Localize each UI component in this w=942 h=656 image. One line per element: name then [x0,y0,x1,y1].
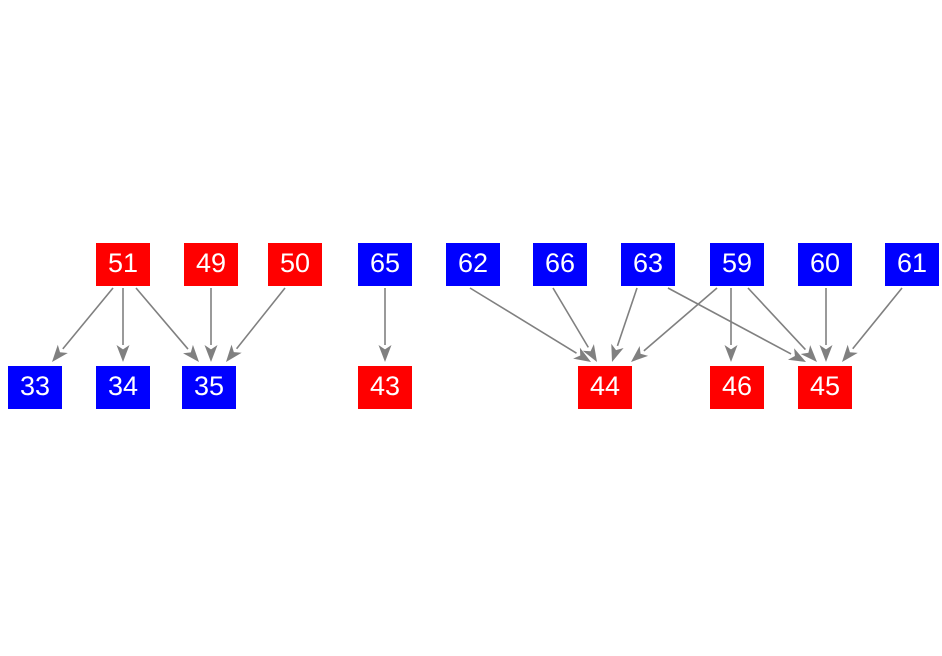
graph-node-label: 62 [457,248,489,278]
graph-node-35[interactable]: 35 [182,366,236,409]
graph-node-34[interactable]: 34 [96,366,150,409]
graph-node-label: 45 [809,371,841,401]
graph-node-62[interactable]: 62 [446,243,500,286]
graph-node-label: 44 [589,371,621,401]
graph-node-label: 46 [721,371,753,401]
graph-node-65[interactable]: 65 [358,243,412,286]
graph-node-43[interactable]: 43 [358,366,412,409]
graph-node-label: 63 [632,248,664,278]
graph-node-label: 59 [721,248,753,278]
graph-node-label: 61 [896,248,928,278]
graph-node-59[interactable]: 59 [710,243,764,286]
graph-node-46[interactable]: 46 [710,366,764,409]
graph-node-label: 43 [369,371,401,401]
graph-node-63[interactable]: 63 [621,243,675,286]
graph-node-label: 51 [107,248,139,278]
graph-node-60[interactable]: 60 [798,243,852,286]
graph-node-51[interactable]: 51 [96,243,150,286]
graph-node-label: 66 [544,248,576,278]
graph-node-label: 60 [809,248,841,278]
graph-node-label: 35 [193,371,225,401]
graph-node-label: 33 [19,371,51,401]
graph-node-44[interactable]: 44 [578,366,632,409]
graph-node-49[interactable]: 49 [184,243,238,286]
graph-node-label: 50 [279,248,311,278]
graph-node-label: 49 [195,248,227,278]
graph-node-45[interactable]: 45 [798,366,852,409]
graph-node-50[interactable]: 50 [268,243,322,286]
graph-node-66[interactable]: 66 [533,243,587,286]
graph-node-33[interactable]: 33 [8,366,62,409]
graph-node-label: 65 [369,248,401,278]
graph-node-label: 34 [107,371,139,401]
graph-node-61[interactable]: 61 [885,243,939,286]
